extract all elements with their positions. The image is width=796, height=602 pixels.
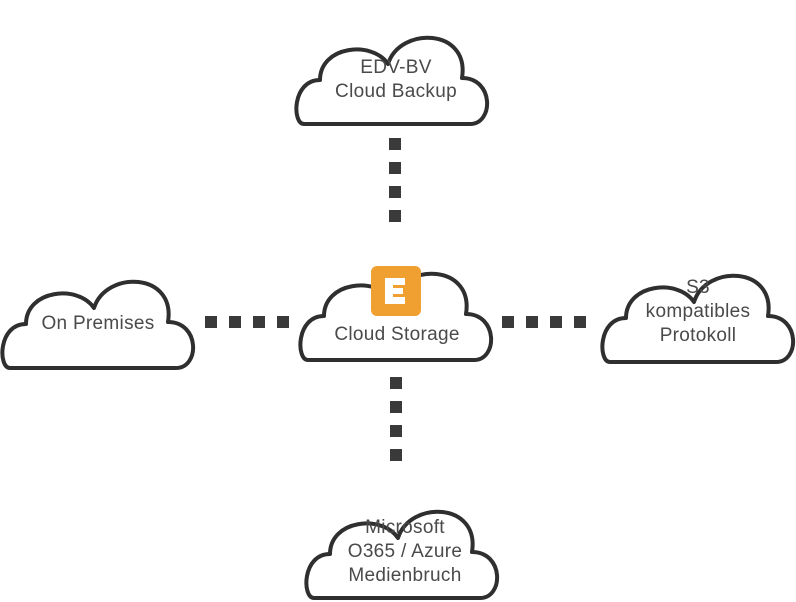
node-label-bottom-line-2: O365 / Azure xyxy=(347,541,463,562)
node-label-right-line-2: kompatibles xyxy=(645,301,751,322)
node-label-right: S3 kompatibles Protokoll xyxy=(578,276,796,348)
node-label-right-line-3: Protokoll xyxy=(659,325,737,346)
node-label-top-line-1: EDV-BV xyxy=(360,57,432,78)
connector-left xyxy=(205,316,289,328)
connector-top xyxy=(389,138,401,222)
e-letter-glyph xyxy=(385,278,405,304)
node-label-top: EDV-BV Cloud Backup xyxy=(276,56,516,104)
e-letter-icon xyxy=(371,266,421,316)
node-label-right-line-1: S3 xyxy=(686,277,710,298)
node-label-left: On Premises xyxy=(0,312,218,336)
node-label-bottom: Microsoft O365 / Azure Medienbruch xyxy=(285,516,525,588)
node-label-bottom-line-1: Microsoft xyxy=(365,517,445,538)
connector-bottom xyxy=(390,377,402,461)
node-label-center-line-1: Cloud Storage xyxy=(334,324,460,345)
node-label-left-line-1: On Premises xyxy=(41,313,155,334)
node-label-top-line-2: Cloud Backup xyxy=(335,81,457,102)
node-label-bottom-line-3: Medienbruch xyxy=(348,565,462,586)
connector-right xyxy=(502,316,586,328)
node-label-center: Cloud Storage xyxy=(277,323,517,347)
